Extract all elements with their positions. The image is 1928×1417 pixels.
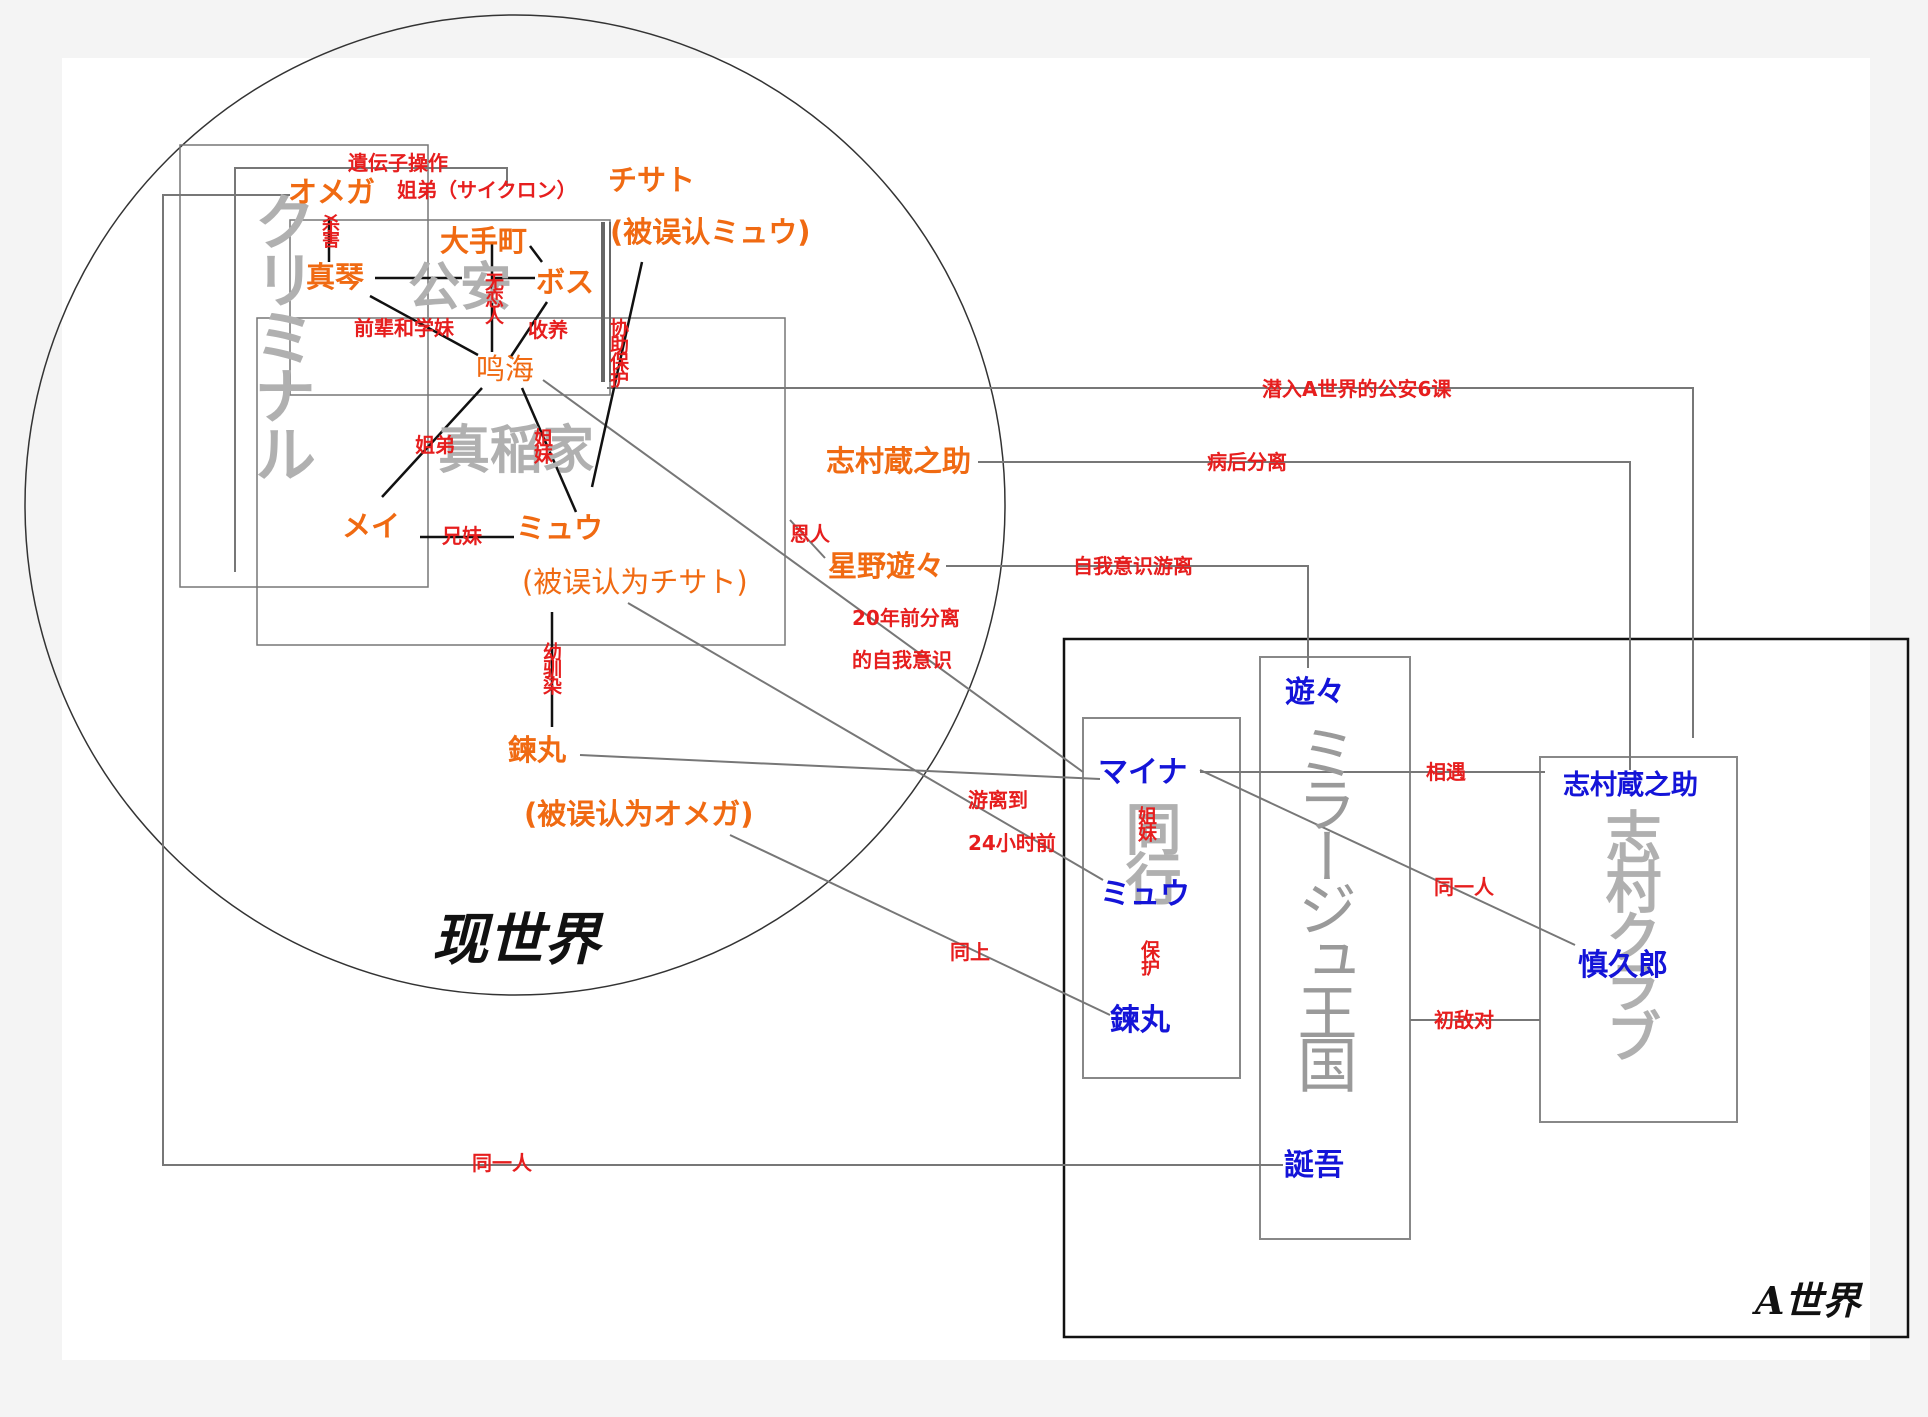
illness-separation-label: 病后分离: [1207, 450, 1287, 474]
narumi-mei-line: [381, 387, 483, 498]
adoption-label: 收养: [528, 318, 568, 342]
self-consciousness-label: 的自我意识: [852, 648, 952, 672]
shimura-kuranosuke-node: 志村蔵之助: [826, 444, 972, 478]
diagram-background: [62, 58, 1870, 1360]
hoshino-yuyu-node: 星野遊々: [828, 549, 945, 583]
a-shinkurou-node: 慎久郎: [1578, 948, 1668, 983]
brother-sister-label: 兄妹: [442, 524, 482, 548]
omega-node: オメガ: [288, 175, 376, 209]
same-person-label-1: 同一人: [472, 1151, 532, 1175]
infiltrate-label: 潜入A世界的公安6课: [1262, 377, 1452, 401]
childhood-friend-label: 幼驯染: [540, 642, 562, 693]
a-maina-node: マイナ: [1098, 755, 1188, 790]
renmaru-line: [579, 754, 1101, 780]
chisato-myuu-line: [590, 261, 644, 488]
same-above-line: [729, 834, 1111, 1016]
a-world-title: A世界: [1755, 1278, 1861, 1323]
a-renmaru-node: 鍊丸: [1110, 1003, 1170, 1038]
a-world-box: [1062, 637, 1910, 1339]
assist-protect-label: 协助保护: [607, 318, 629, 386]
companions-box: [1082, 717, 1241, 1079]
infiltrate-line: [607, 387, 1694, 738]
mirage-kingdom-box: [1259, 656, 1411, 1240]
a-myuu-node: ミュウ: [1100, 877, 1190, 912]
a-taigo-node: 誕吾: [1284, 1148, 1344, 1183]
criminal-box: [179, 144, 429, 588]
self-separation-label: 自我意识游离: [1073, 554, 1193, 578]
boss-narumi-line: [508, 301, 549, 359]
a-shimura-node: 志村蔵之助: [1563, 770, 1698, 801]
a-yuyu-node: 遊々: [1285, 675, 1345, 710]
real-world-title: 现世界: [432, 907, 600, 973]
black-connectors: [327, 218, 644, 727]
benefactor-line: [789, 519, 826, 559]
otemachi-boss-tick: [529, 245, 543, 263]
protect-label: 保护: [1138, 940, 1160, 974]
shimura-club-box: [1539, 756, 1738, 1123]
myuu-note: (被误认为チサト): [522, 565, 748, 599]
omega-chisato-bracket: [234, 167, 508, 572]
myuu-node: ミュウ: [516, 511, 604, 545]
makoto-node: 真琴: [306, 260, 365, 294]
shimura-club-label: 志村クラブ: [1596, 808, 1661, 1058]
drift-line: [627, 602, 1104, 881]
encounter-label: 相遇: [1426, 760, 1466, 784]
renmaru-node: 鍊丸: [508, 733, 567, 767]
public-security-label: 公安: [408, 258, 513, 318]
self-separation-line: [946, 565, 1309, 668]
siblings-cyclone-label: 姐弟（サイクロン）: [397, 178, 577, 202]
separation-20y-line: [542, 379, 1084, 773]
drift-to-label: 游离到: [968, 788, 1028, 812]
chisato-note: (被误认ミュウ): [610, 215, 811, 249]
omega-taigo-line: [162, 194, 1283, 1166]
chisato-node: チサト: [608, 163, 696, 197]
no-kinship-label: 无恋人: [482, 272, 504, 323]
otemachi-node: 大手町: [440, 224, 528, 258]
murder-label: 杀害: [319, 214, 340, 246]
narumi-node: 鸣海: [476, 352, 535, 386]
boss-node: ボス: [536, 265, 595, 299]
narumi-myuu-line: [520, 387, 578, 513]
criminal-label: クリミナル: [243, 190, 316, 480]
makine-family-label: 真稲家: [438, 421, 595, 481]
benefactor-label: 恩人: [790, 522, 830, 546]
before-24h-label: 24小时前: [968, 831, 1056, 855]
a-sisters-label: 姐妹: [1135, 806, 1157, 840]
mei-node: メイ: [342, 509, 401, 543]
mirage-kingdom-label: ミラージュ王国: [1287, 722, 1357, 1086]
same-person-label-2: 同一人: [1434, 875, 1494, 899]
gene-manipulation-label: 遺伝子操作: [348, 151, 448, 175]
senior-junior-label: 前辈和学妹: [354, 316, 454, 340]
sister-brother-label: 姐弟: [415, 433, 455, 457]
same-person-line: [1199, 769, 1576, 946]
real-world-circle: [24, 14, 1006, 996]
separated-20y-label: 20年前分离: [852, 606, 960, 630]
grey-connectors: [162, 167, 1694, 1166]
illness-line: [978, 461, 1631, 770]
first-enemy-label: 初敌对: [1434, 1008, 1494, 1032]
makoto-narumi-line: [369, 294, 479, 357]
makine-family-box: [256, 317, 786, 646]
same-as-above-label: 同上: [950, 940, 990, 964]
renmaru-note: (被误认为オメガ): [524, 797, 754, 831]
companions-label: 同行: [1116, 800, 1181, 900]
sisters-label: 姐妹: [531, 428, 553, 462]
